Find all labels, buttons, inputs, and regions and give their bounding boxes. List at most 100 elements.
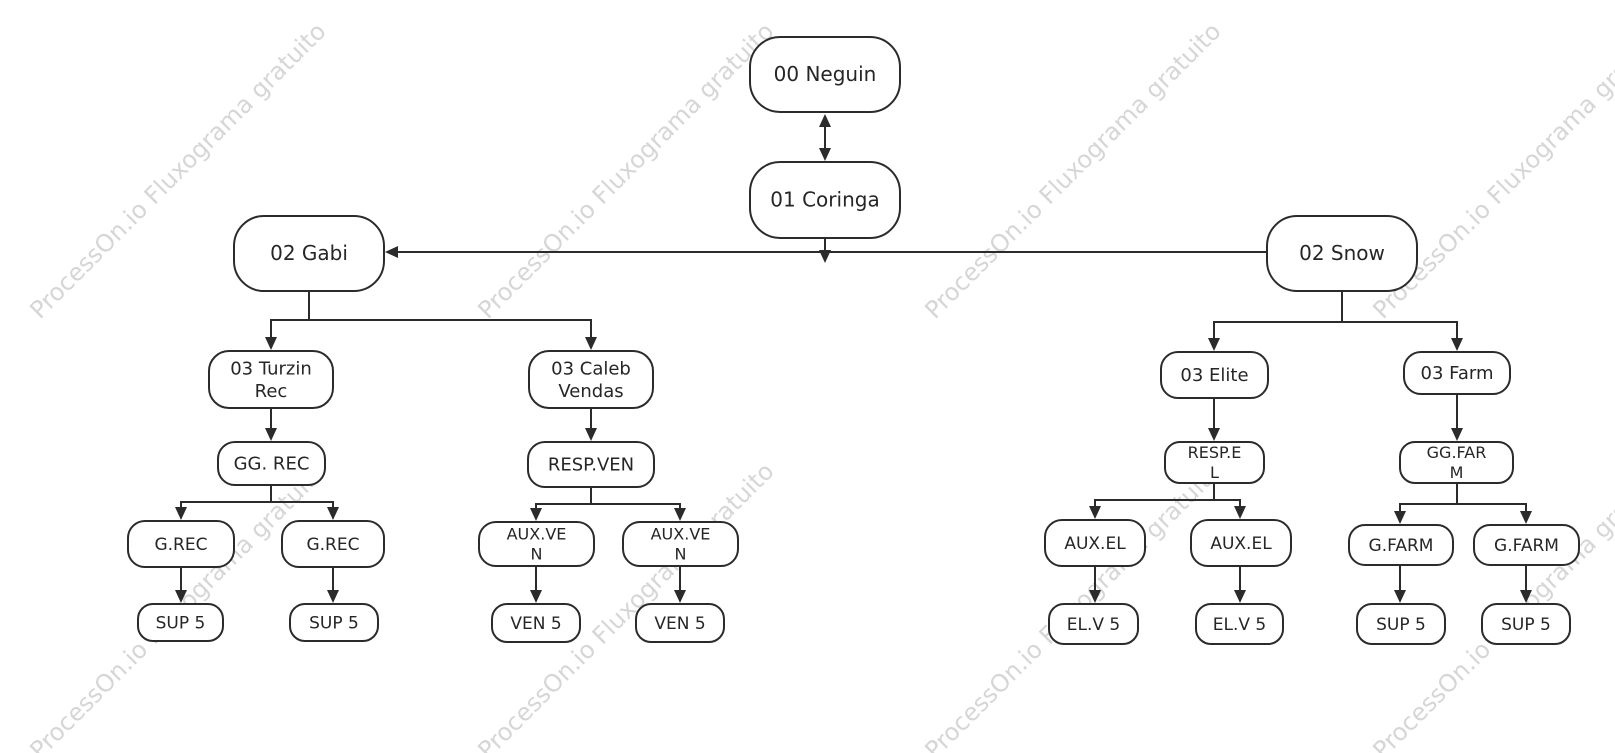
connector-resp-ven-to-aux-ven-1	[530, 487, 592, 521]
node-label: EL.V 5	[1067, 615, 1120, 635]
node-farm[interactable]: 03 Farm	[1403, 351, 1511, 395]
node-label: 02 Gabi	[270, 241, 348, 265]
node-shape	[137, 603, 224, 642]
node-shape	[1266, 215, 1418, 292]
node-shape	[1481, 603, 1571, 645]
node-aux-ven-2[interactable]: AUX.VEN	[622, 521, 739, 567]
node-sup-farm-1[interactable]: SUP 5	[1356, 603, 1446, 645]
connector-gg-rec-to-g-rec-2	[270, 485, 339, 520]
arrowhead-icon	[1394, 511, 1406, 524]
node-aux-el-1[interactable]: AUX.EL	[1044, 519, 1146, 567]
arrowhead-icon	[385, 246, 398, 258]
node-gg-rec[interactable]: GG. REC	[217, 441, 326, 486]
node-gabi[interactable]: 02 Gabi	[233, 215, 385, 292]
node-elv-1[interactable]: EL.V 5	[1048, 603, 1139, 645]
node-label: SUP 5	[309, 614, 359, 634]
arrowhead-icon	[1451, 338, 1463, 351]
node-g-rec-1[interactable]: G.REC	[127, 520, 235, 568]
node-shape	[1190, 519, 1292, 567]
node-label: 00 Neguin	[774, 62, 877, 86]
arrowhead-icon	[1089, 590, 1101, 603]
connector-aux-el-1-to-elv-1	[1089, 566, 1101, 603]
connector-aux-el-2-to-elv-2	[1234, 566, 1246, 603]
connector-elite-to-resp-el	[1208, 398, 1220, 441]
node-layer: 00 Neguin 01 Coringa 02 Gabi 02 Snow 03 Turz…	[127, 36, 1580, 645]
arrowhead-icon	[674, 590, 686, 603]
node-sup-farm-2[interactable]: SUP 5	[1481, 603, 1571, 645]
connector-coringa-to-snow	[819, 238, 831, 263]
node-sup-rec-1[interactable]: SUP 5	[137, 603, 224, 642]
node-aux-ven-1[interactable]: AUX.VEN	[478, 521, 595, 567]
node-elite[interactable]: 03 Elite	[1160, 351, 1269, 399]
node-label: M	[1450, 463, 1464, 482]
node-snow[interactable]: 02 Snow	[1266, 215, 1418, 292]
arrowhead-icon	[265, 337, 277, 350]
node-shape	[527, 441, 655, 488]
node-shape	[233, 215, 385, 292]
node-aux-el-2[interactable]: AUX.EL	[1190, 519, 1292, 567]
connector-line	[1213, 483, 1241, 509]
node-gg-farm[interactable]: GG.FARM	[1399, 441, 1514, 484]
connector-line	[1341, 291, 1458, 341]
arrowhead-icon	[819, 148, 831, 161]
arrowhead-icon	[175, 507, 187, 520]
node-shape	[208, 350, 334, 409]
node-coringa[interactable]: 01 Coringa	[749, 161, 901, 239]
arrowhead-icon	[530, 590, 542, 603]
node-resp-ven[interactable]: RESP.VEN	[527, 441, 655, 488]
node-label: L	[1210, 463, 1219, 482]
connector-line	[1213, 291, 1343, 341]
node-elv-2[interactable]: EL.V 5	[1195, 603, 1284, 645]
node-ven-2[interactable]: VEN 5	[635, 603, 725, 643]
node-label: Vendas	[558, 381, 623, 402]
connector-line	[590, 487, 681, 511]
connector-line	[270, 291, 310, 340]
node-label: VEN 5	[654, 614, 705, 634]
connector-line	[535, 487, 592, 511]
node-label: GG. REC	[234, 454, 310, 475]
node-label: G.FARM	[1494, 536, 1559, 556]
node-shape	[749, 36, 901, 113]
arrowhead-icon	[175, 590, 187, 603]
node-label: SUP 5	[1501, 615, 1551, 635]
node-shape	[749, 161, 901, 239]
arrowhead-icon	[585, 428, 597, 441]
node-shape	[1048, 603, 1139, 645]
arrowhead-icon	[530, 508, 542, 521]
node-label: 03 Elite	[1180, 365, 1248, 386]
node-shape	[635, 603, 725, 643]
node-label: 03 Caleb	[551, 358, 631, 379]
node-g-farm-2[interactable]: G.FARM	[1473, 524, 1580, 566]
arrowhead-icon	[1394, 590, 1406, 603]
node-shape	[1348, 524, 1454, 566]
node-g-farm-1[interactable]: G.FARM	[1348, 524, 1454, 566]
node-ven-1[interactable]: VEN 5	[491, 603, 581, 643]
node-label: 01 Coringa	[770, 188, 879, 212]
arrowhead-icon	[265, 428, 277, 441]
node-shape	[289, 603, 379, 642]
arrowhead-icon	[1520, 590, 1532, 603]
arrowhead-icon	[1451, 428, 1463, 441]
arrowhead-icon	[585, 337, 597, 350]
node-shape	[491, 603, 581, 643]
node-shape	[478, 521, 595, 567]
watermark-text: ProcessOn.io Fluxograma gratuito	[472, 17, 779, 324]
arrowhead-icon	[674, 508, 686, 521]
arrowhead-icon	[1208, 428, 1220, 441]
connector-resp-ven-to-aux-ven-2	[590, 487, 686, 521]
node-resp-el[interactable]: RESP.EL	[1164, 441, 1265, 484]
node-label: AUX.VE	[651, 525, 711, 544]
node-shape	[1164, 441, 1265, 484]
node-shape	[127, 520, 235, 568]
node-g-rec-2[interactable]: G.REC	[281, 520, 385, 568]
node-label: VEN 5	[510, 614, 561, 634]
node-label: RESP.E	[1188, 443, 1242, 462]
node-sup-rec-2[interactable]: SUP 5	[289, 603, 379, 642]
node-neguin[interactable]: 00 Neguin	[749, 36, 901, 113]
node-shape	[1044, 519, 1146, 567]
node-label: AUX.VE	[507, 525, 567, 544]
